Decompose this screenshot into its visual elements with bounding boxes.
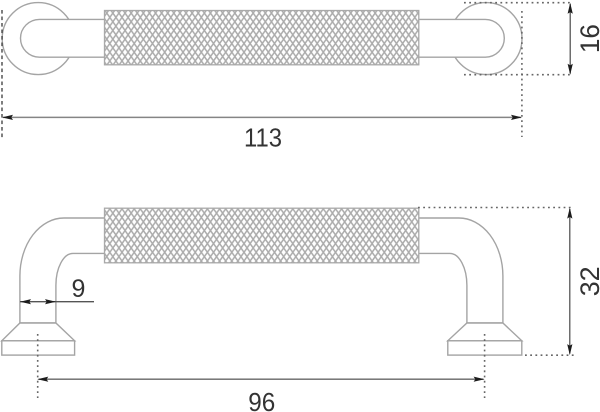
svg-text:16: 16: [575, 24, 600, 53]
svg-text:9: 9: [72, 275, 86, 303]
svg-text:113: 113: [244, 123, 282, 153]
svg-text:32: 32: [575, 266, 600, 296]
svg-text:96: 96: [248, 387, 275, 412]
